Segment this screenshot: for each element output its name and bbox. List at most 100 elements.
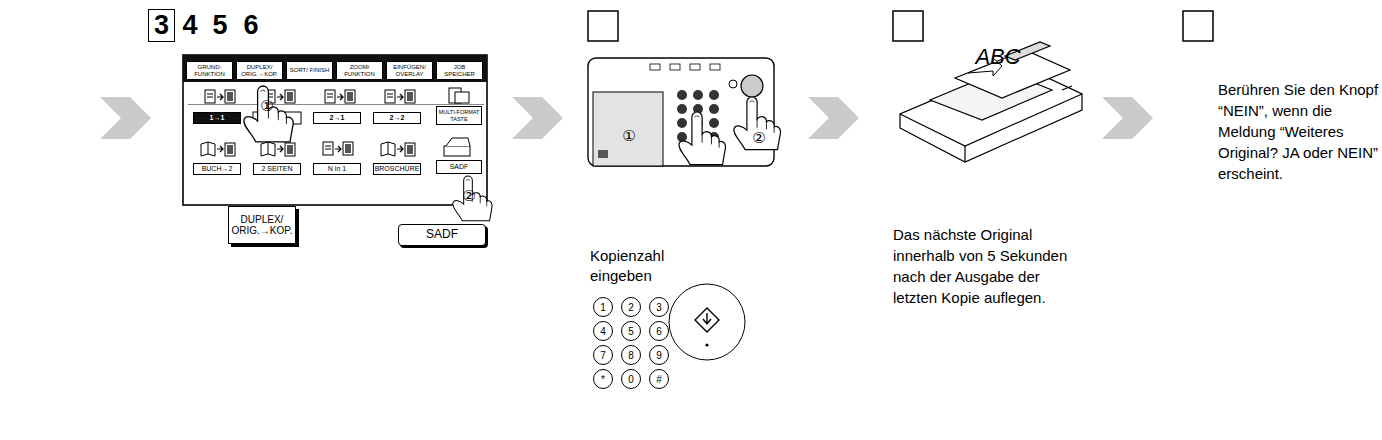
start-key bbox=[695, 308, 719, 332]
control-panel bbox=[693, 118, 703, 128]
touch-screen bbox=[323, 142, 353, 155]
document-feeder bbox=[900, 42, 1082, 162]
menu-tab: EINFÜGEN/ OVERLAY bbox=[386, 61, 433, 80]
node-text: JOB SPEICHER bbox=[438, 64, 481, 77]
node-text: 2 SEITEN bbox=[261, 165, 292, 173]
node-text: SORT/ FINISH bbox=[290, 67, 330, 74]
touch-screen bbox=[188, 104, 484, 105]
step-chevron bbox=[512, 97, 563, 139]
menu-tab: GRUND- FUNKTION bbox=[186, 61, 233, 80]
instruction-text: Das nächste Original innerhalb von 5 Sek… bbox=[893, 224, 1071, 308]
menu-tab: JOB SPEICHER bbox=[436, 61, 483, 80]
instruction-text: Kopienzahl eingeben bbox=[590, 246, 710, 286]
sadf-icon bbox=[446, 138, 470, 146]
control-panel bbox=[690, 64, 700, 70]
node-text: 1→1 bbox=[210, 114, 225, 122]
control-panel bbox=[729, 80, 737, 88]
callout-number: ② bbox=[458, 186, 480, 206]
screen-button: MULTI-FORMAT TASTE bbox=[436, 106, 482, 125]
keypad-key: 5 bbox=[621, 321, 641, 341]
keypad-key: 8 bbox=[621, 345, 641, 365]
touch-screen bbox=[183, 55, 487, 205]
keypad-key: 7 bbox=[593, 345, 613, 365]
node-text: SADF bbox=[450, 163, 469, 171]
key-label-box: SADF bbox=[398, 224, 486, 246]
callout-number: ① bbox=[256, 96, 278, 116]
step-number: 4 bbox=[178, 9, 202, 42]
control-panel bbox=[677, 104, 687, 114]
control-panel bbox=[650, 64, 660, 70]
touch-screen bbox=[205, 90, 235, 103]
menu-tab: SORT/ FINISH bbox=[286, 61, 333, 80]
overlay bbox=[734, 97, 781, 150]
control-panel bbox=[598, 150, 608, 158]
screen-button: N in 1 bbox=[313, 163, 361, 175]
control-panel bbox=[588, 58, 774, 166]
step-chevron bbox=[100, 97, 151, 139]
start-key bbox=[703, 313, 711, 324]
node-text: EINFÜGEN/ OVERLAY bbox=[388, 64, 431, 77]
callout-number: ② bbox=[748, 128, 770, 148]
step-number-box: 3 bbox=[148, 9, 175, 42]
keypad-key: 3 bbox=[649, 297, 669, 317]
callout-number: ① bbox=[618, 126, 640, 146]
keypad-key: # bbox=[649, 369, 669, 389]
step-chevron bbox=[1102, 97, 1153, 139]
keypad-key: 2 bbox=[621, 297, 641, 317]
document-text: ABC bbox=[968, 44, 1028, 70]
node-text: ZOOM/ FUNKTION bbox=[338, 64, 381, 77]
multi-format-icon bbox=[455, 92, 469, 103]
key-label-box: DUPLEX/ ORIG.→KOP. bbox=[228, 206, 296, 244]
step-number: 5 bbox=[208, 9, 232, 42]
step-number-box bbox=[588, 11, 618, 41]
screen-button: 1→1 bbox=[193, 112, 241, 124]
control-panel bbox=[677, 90, 719, 142]
menu-tab: ZOOM/ FUNKTION bbox=[336, 61, 383, 80]
control-panel bbox=[677, 118, 687, 128]
screen-button: SADF bbox=[436, 160, 482, 174]
control-panel bbox=[709, 104, 719, 114]
control-panel bbox=[709, 132, 719, 142]
control-panel bbox=[677, 90, 687, 100]
control-panel bbox=[710, 64, 720, 70]
overlay bbox=[679, 112, 726, 165]
sadf-icon bbox=[444, 138, 470, 156]
control-panel bbox=[677, 132, 687, 142]
touch-screen bbox=[381, 142, 415, 156]
menu-tab: DUPLEX/ ORIG.→KOP. bbox=[236, 61, 283, 80]
step-number: 6 bbox=[239, 9, 263, 42]
node-text: BUCH→2 bbox=[202, 165, 233, 173]
node-text: DUPLEX/ ORIG.→KOP. bbox=[230, 214, 294, 236]
node-text: SADF bbox=[426, 228, 458, 241]
control-panel bbox=[709, 118, 719, 128]
step-chevron bbox=[808, 97, 859, 139]
screen-button: BROSCHÜRE bbox=[373, 163, 421, 175]
screen-button: 2→2 bbox=[373, 112, 421, 124]
touch-screen bbox=[325, 90, 355, 103]
node-text: MULTI-FORMAT TASTE bbox=[438, 109, 480, 121]
keypad-key: 1 bbox=[593, 297, 613, 317]
node-text: BROSCHÜRE bbox=[375, 165, 420, 173]
control-panel bbox=[670, 64, 680, 70]
keypad-key: 0 bbox=[621, 369, 641, 389]
touch-screen bbox=[201, 142, 235, 156]
multi-format-icon bbox=[449, 88, 469, 103]
control-panel bbox=[709, 90, 719, 100]
node-text: 3 bbox=[154, 11, 169, 41]
node-text: N in 1 bbox=[328, 165, 346, 173]
control-panel bbox=[588, 58, 774, 166]
start-key bbox=[669, 284, 745, 360]
node-text: 2→1 bbox=[330, 114, 345, 122]
start-key bbox=[669, 284, 745, 360]
step-number-box bbox=[588, 11, 1213, 41]
step-number-box bbox=[893, 11, 923, 41]
start-key bbox=[705, 343, 708, 346]
sadf-icon bbox=[444, 146, 470, 156]
screen-button: 2→1 bbox=[313, 112, 361, 124]
hidden-button bbox=[253, 112, 301, 124]
overlay bbox=[453, 176, 492, 221]
document-feeder bbox=[964, 146, 965, 162]
touch-screen bbox=[183, 55, 487, 205]
document-feeder bbox=[1062, 86, 1072, 90]
